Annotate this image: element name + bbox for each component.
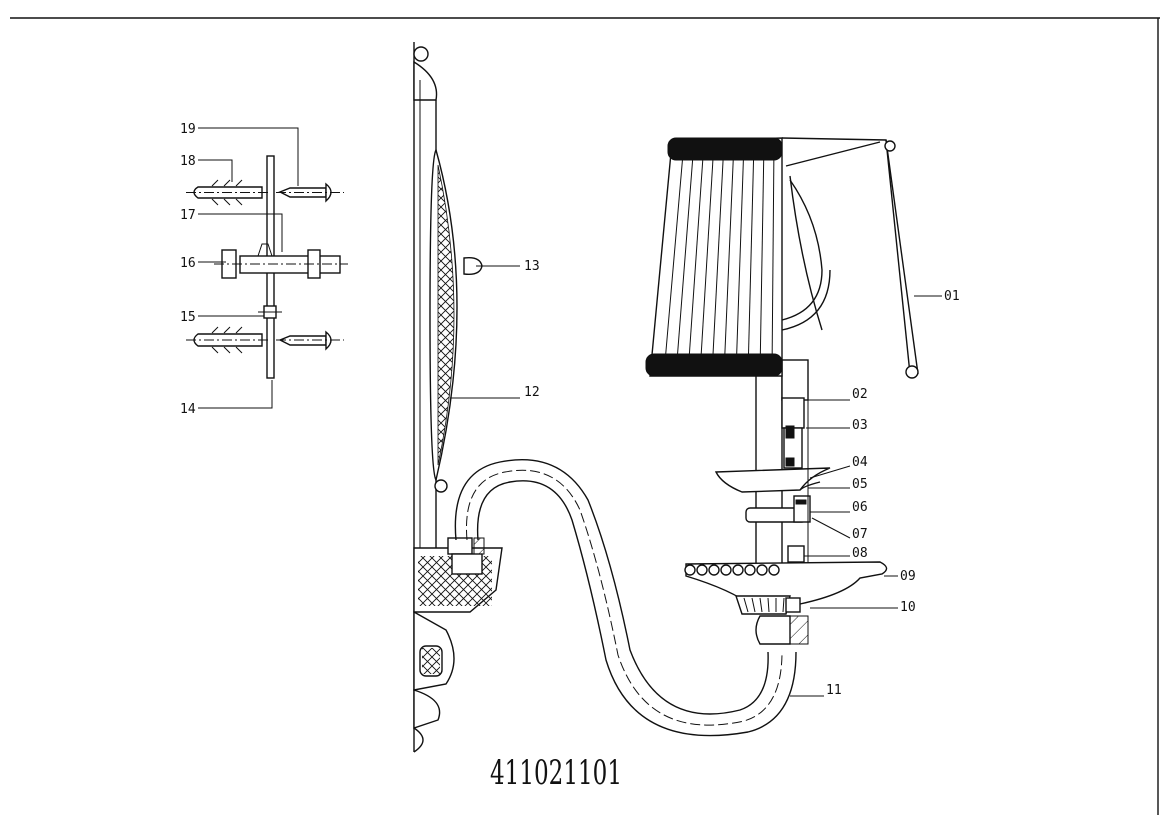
mounting-hardware (186, 155, 348, 379)
shade-bottom-trim (645, 353, 783, 377)
lamp-shade (645, 137, 919, 379)
screw-upper (276, 182, 344, 203)
part-label-02: 02 (852, 387, 868, 402)
part-label-10: 10 (900, 600, 916, 615)
part-label-09: 09 (900, 569, 916, 584)
leader-lines (198, 127, 942, 697)
threaded-rod-assembly (214, 243, 348, 279)
part-label-14: 14 (180, 402, 196, 417)
model-number: 411021101 (490, 753, 622, 793)
bead-row (684, 564, 780, 576)
part-label-11: 11 (826, 683, 842, 698)
wall-plug-upper (186, 179, 268, 206)
part-label-18: 18 (180, 154, 196, 169)
bobeche (684, 561, 888, 645)
part-label-03: 03 (852, 418, 868, 433)
part-label-05: 05 (852, 477, 868, 492)
part-label-04: 04 (852, 455, 868, 470)
shade-top-trim (667, 137, 783, 161)
screw-lower (276, 330, 344, 351)
part-label-06: 06 (852, 500, 868, 515)
part-label-17: 17 (180, 208, 196, 223)
shade-pleats (663, 141, 775, 375)
part-labels: 19 18 17 16 15 14 13 12 01 02 03 04 05 0… (180, 122, 960, 698)
wall-plug-lower (186, 326, 268, 354)
candle-column (714, 359, 831, 566)
part-label-08: 08 (852, 546, 868, 561)
part-label-15: 15 (180, 310, 196, 325)
part-label-12: 12 (524, 385, 540, 400)
part-label-19: 19 (180, 122, 196, 137)
part-label-13: 13 (524, 259, 540, 274)
part-label-01: 01 (944, 289, 960, 304)
backplate (413, 42, 503, 753)
curved-arm (454, 458, 797, 737)
part-label-16: 16 (180, 256, 196, 271)
small-screw (258, 305, 282, 319)
drawing-frame (10, 17, 1160, 815)
part-label-07: 07 (852, 527, 868, 542)
